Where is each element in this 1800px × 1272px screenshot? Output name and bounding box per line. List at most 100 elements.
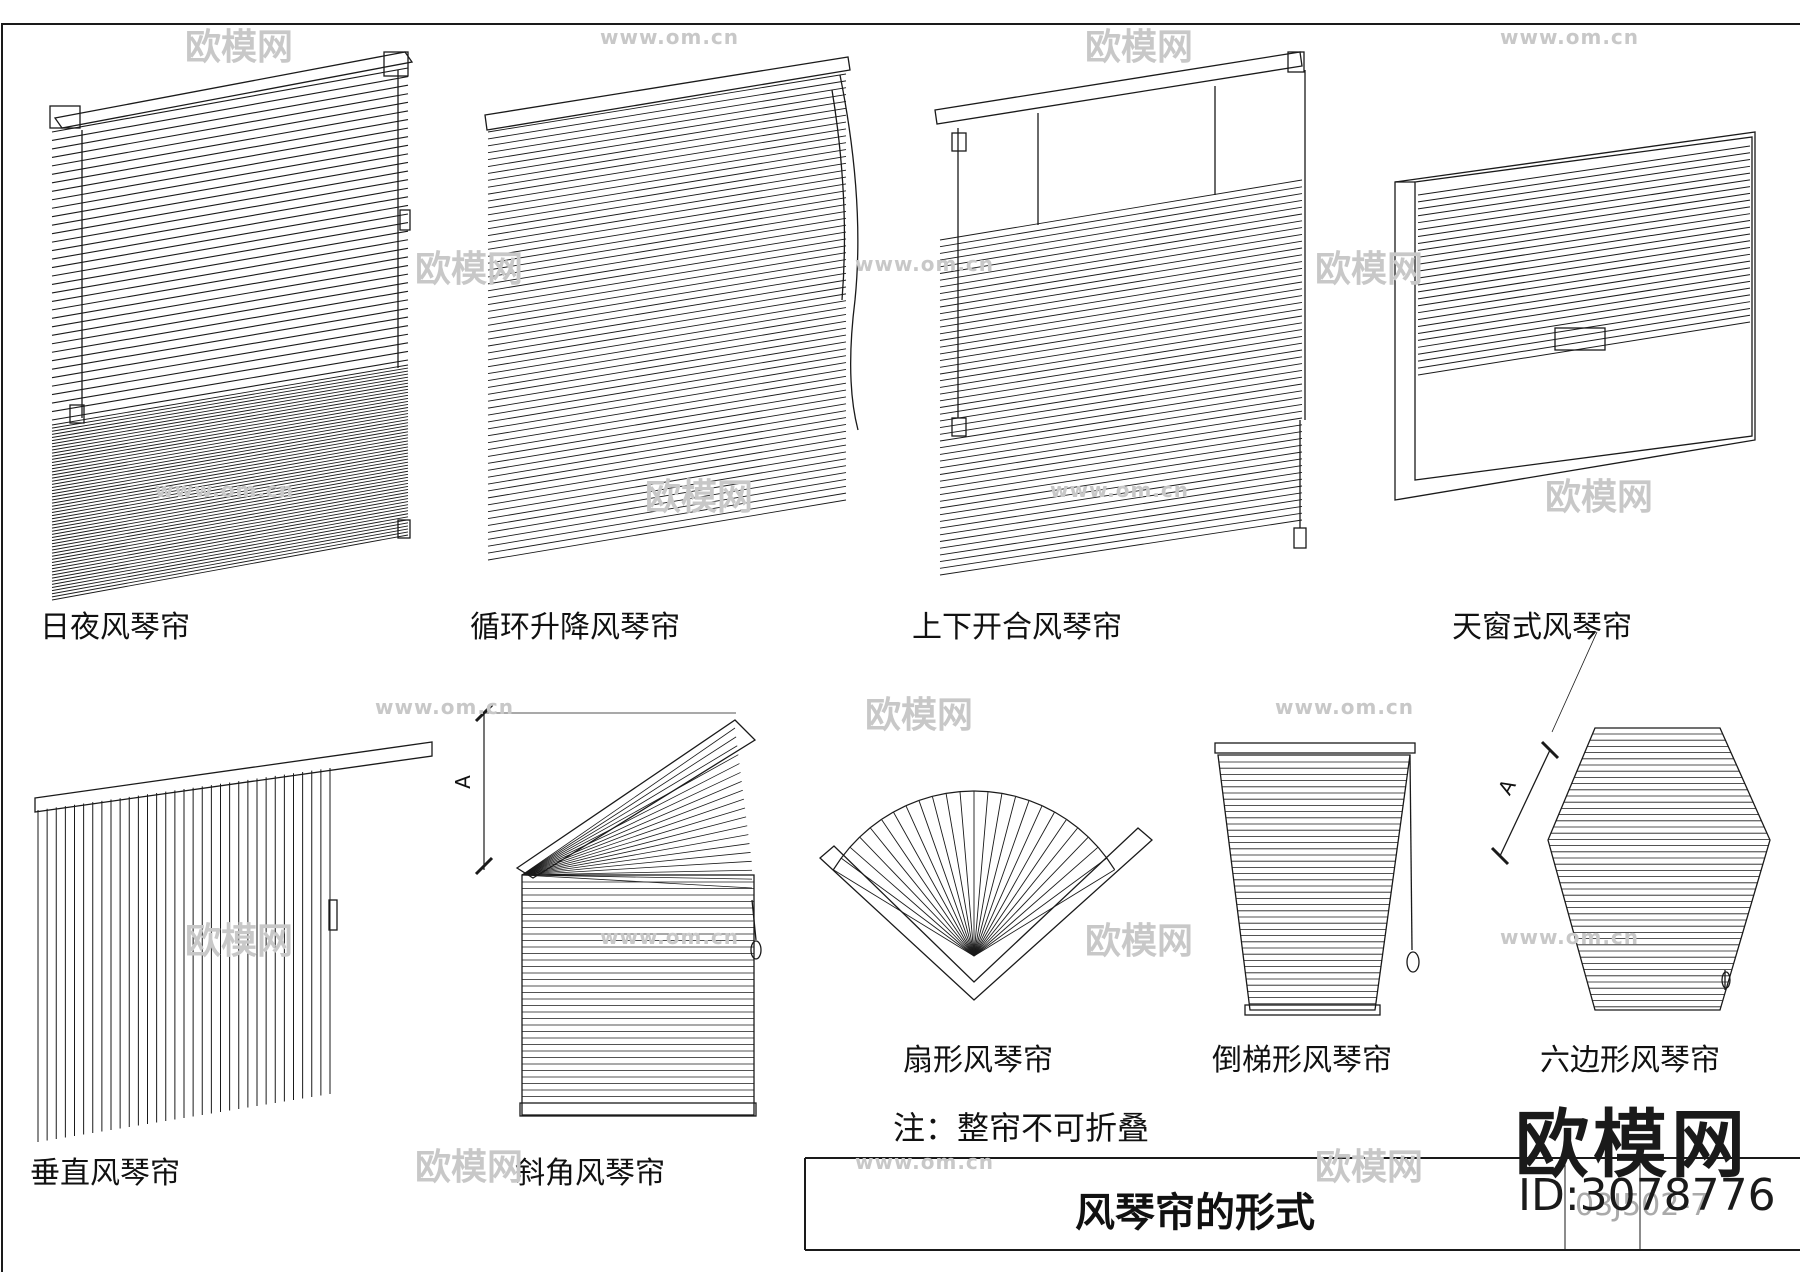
pleat-line [939,335,1303,395]
pleat-line [51,144,409,209]
pleat-line [51,127,409,192]
pleat-line [1417,199,1751,251]
pleat-line [939,383,1303,442]
label-day-night-blind: 日夜风琴帘 [40,610,190,645]
watermark-brand: 欧模网 [865,695,974,736]
pleat-line [487,499,847,561]
pleat-line [973,857,1108,957]
pleat-line [959,791,975,957]
pleat-line [51,397,409,460]
pleat-line [51,170,409,235]
pleat-line [51,482,409,548]
pleat-line [51,93,409,158]
pleat-line [51,528,409,595]
skylight-blind-drawing [1394,131,1756,501]
pleat-line [51,413,409,476]
pleat-line [51,522,409,588]
pleat-line [869,827,975,957]
pleat-line [51,213,409,277]
pleat-line [521,860,752,876]
pleat-line [487,410,847,471]
pleat-line [1417,260,1751,314]
pleat-line [939,369,1303,429]
pleat-line [881,819,975,957]
pleat-line [521,834,749,876]
pleat-line [51,461,409,526]
pleat-line [939,308,1303,368]
pleat-line [487,362,847,423]
pleat-line [1417,179,1751,231]
watermark-url: www.om.cn [1275,695,1415,719]
pleat-line [521,807,746,876]
pleat-line [869,818,882,829]
pleat-line [487,231,847,292]
pleat-line [487,437,847,499]
pleat-line [939,315,1303,375]
watermark-url: www.om.cn [600,925,740,949]
pleat-line [939,499,1303,556]
pleat-line [487,114,847,174]
pleat-line [51,510,409,576]
pleat-line [51,373,409,435]
pleat-line [939,220,1303,281]
pleat-line [487,396,847,457]
pleat-line [487,307,847,368]
watermark-url: www.om.cn [600,25,740,49]
pleat-line [939,471,1303,529]
pleat-line [939,274,1303,335]
pleat-line [487,252,847,312]
pleat-line [1417,186,1751,238]
pleat-line [521,816,747,876]
pleat-line [51,410,409,473]
pleat-line [51,489,409,554]
pleat-line [51,452,409,517]
label-top-down-bottom-up-blind: 上下开合风琴帘 [912,610,1122,645]
pleat-line [51,434,409,498]
pleat-line [939,267,1303,328]
pleat-line [1041,805,1055,813]
pleat-line [487,80,847,140]
pleat-line [973,793,1003,957]
pleat-line [51,290,409,353]
pleat-line [487,156,847,216]
watermark-brand: 欧模网 [415,249,524,290]
pleat-line [487,423,847,485]
pleat-line [487,472,847,533]
pleat-line [487,101,847,161]
pleat-line [51,273,409,336]
watermark-brand: 欧模网 [1545,477,1654,518]
pleat-line [487,210,847,271]
pleat-line [487,176,847,236]
pleat-line [939,465,1303,522]
watermark-id: ID:3078776 [1518,1170,1776,1221]
pleat-line [487,279,847,340]
pleat-line [859,836,975,957]
pleat-line [487,135,847,195]
pleat-line [939,179,1303,241]
pleat-line [51,485,409,551]
pleat-line [939,451,1303,509]
title-block-frame [804,1157,1800,1251]
pleat-line [51,247,409,311]
pleat-line [939,397,1303,455]
pleat-line [1417,213,1751,265]
pleat-line [959,790,975,793]
pleat-line [51,467,409,532]
pleat-line [487,369,847,430]
pleat-line [1417,165,1751,217]
pleat-line [51,416,409,479]
pleat-line [51,458,409,523]
pleat-line [487,403,847,464]
pleat-line [51,422,409,485]
pleat-line [51,391,409,454]
pleat-line [487,341,847,402]
pleat-line [1417,253,1751,307]
pleat-line [487,355,847,416]
pleat-line [487,169,847,230]
watermark-brand: 欧模网 [1085,27,1194,68]
pleat-line [939,478,1303,536]
pleat-line [521,763,740,876]
pleat-line [51,376,409,438]
pleat-line [51,531,409,598]
pleat-line [1417,267,1751,321]
